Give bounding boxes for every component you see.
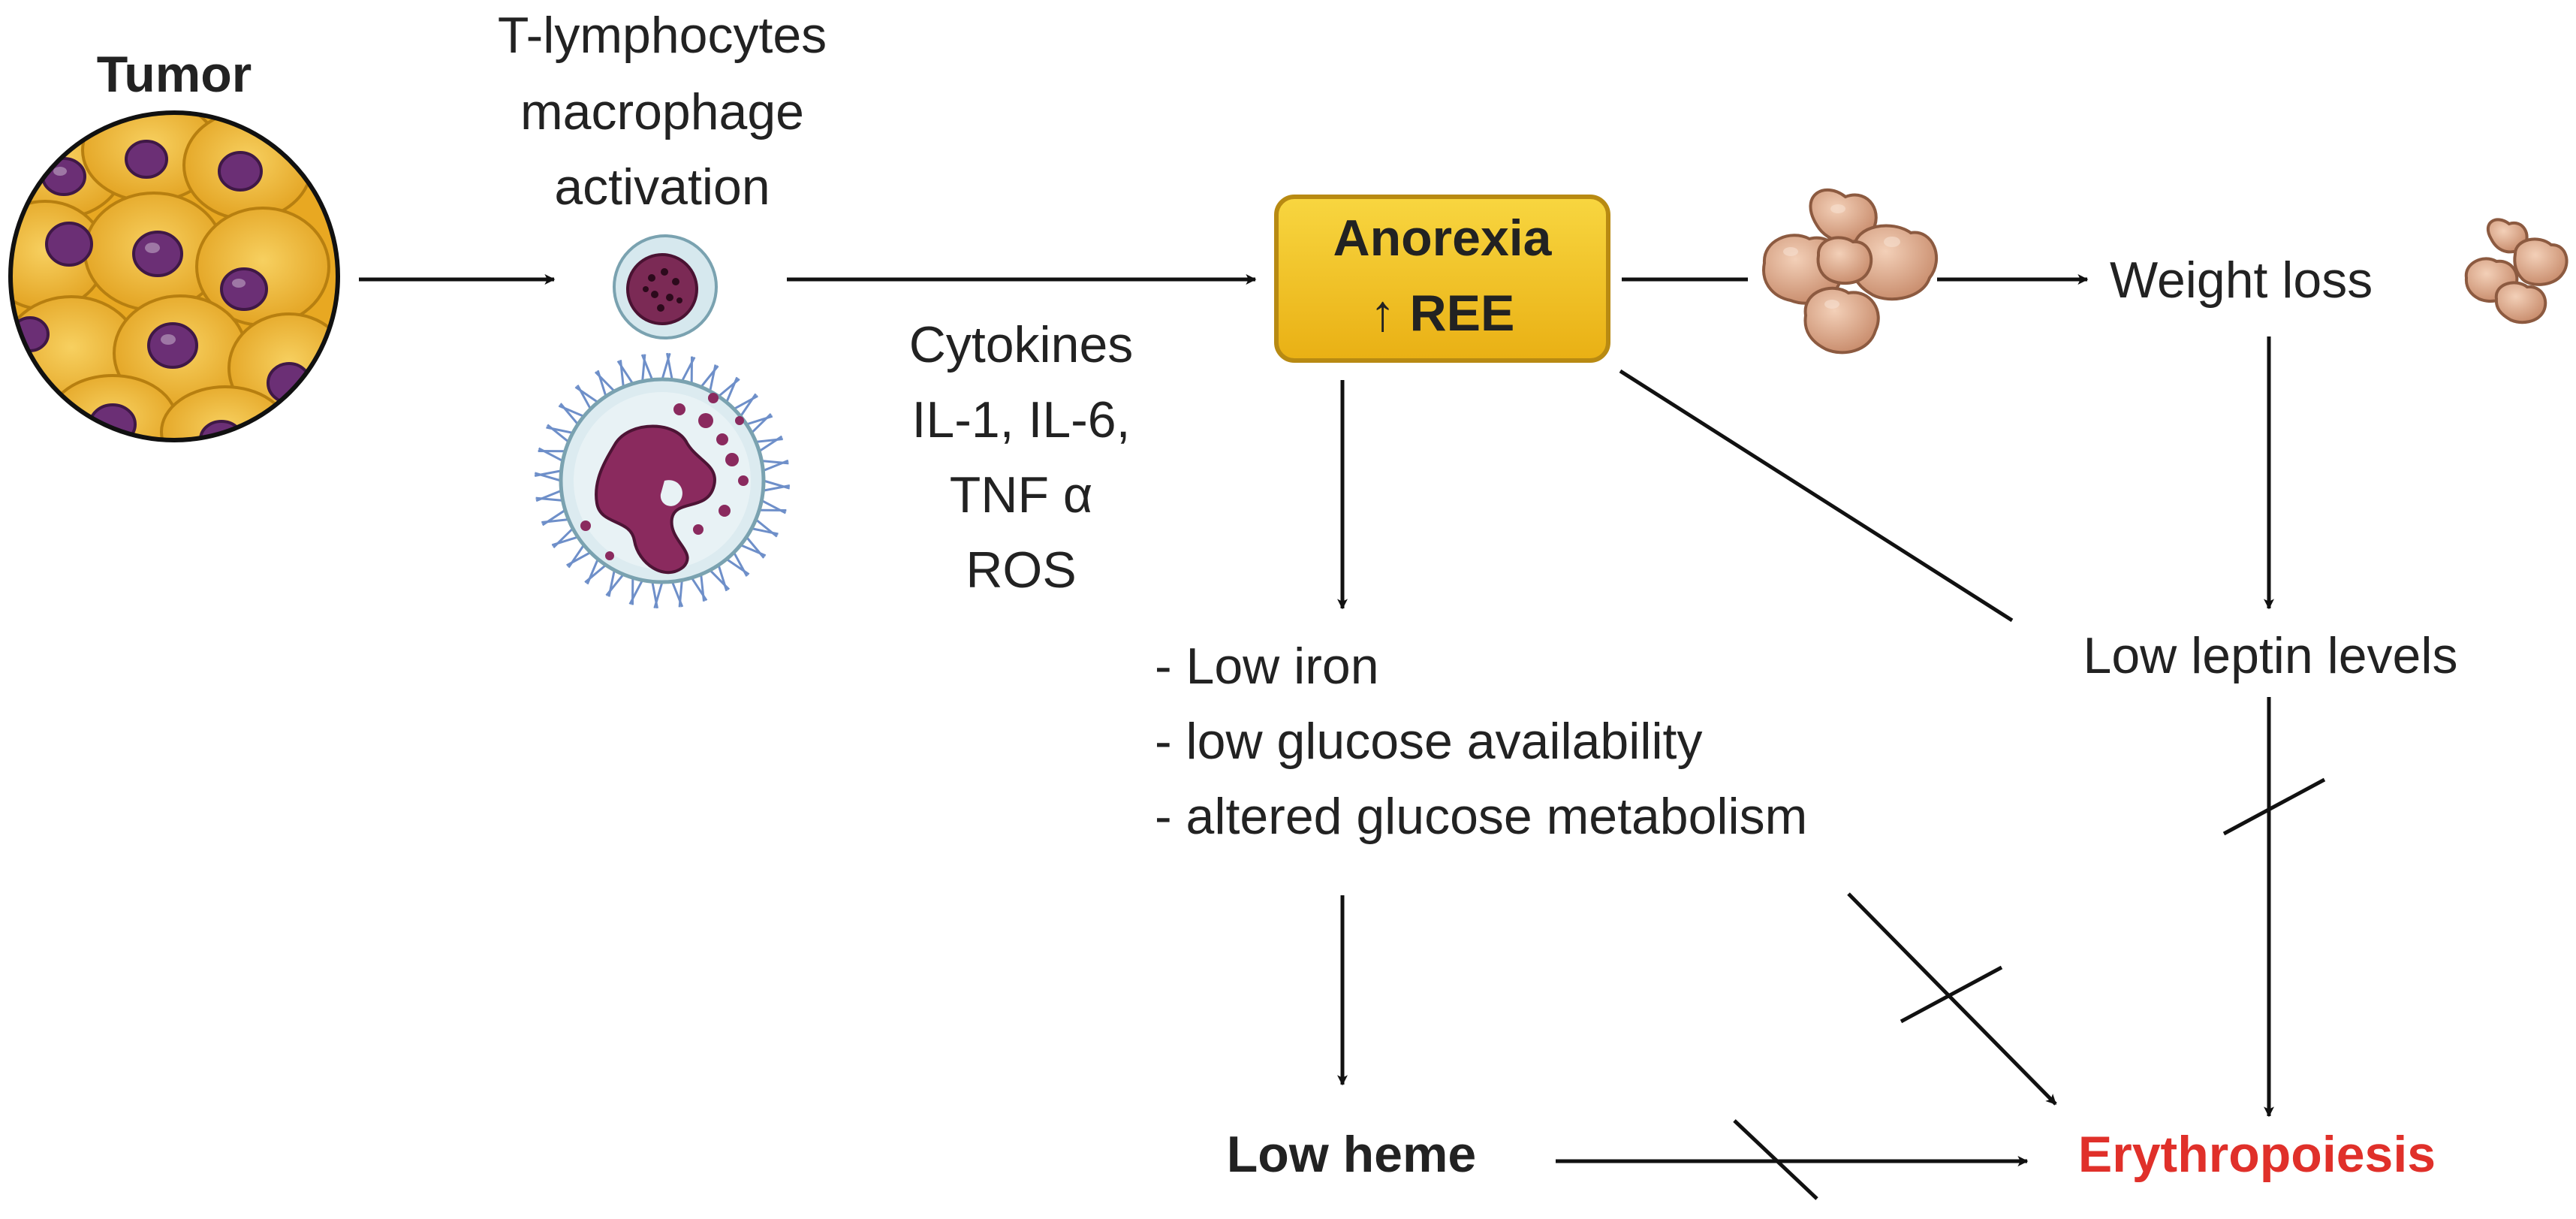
cilium xyxy=(609,570,614,596)
cytokines-label: Cytokines IL-1, IL-6, TNF α ROS xyxy=(909,316,1134,599)
svg-text:Cytokines: Cytokines xyxy=(909,316,1134,373)
anorexia-label: Anorexia xyxy=(1333,210,1553,267)
block-mark-deficits xyxy=(1901,967,2002,1021)
immune-label: T-lymphocytes macrophage activation xyxy=(498,7,827,216)
ree-label: ↑ REE xyxy=(1370,285,1515,342)
anorexia-box: Anorexia ↑ REE xyxy=(1276,197,1608,361)
arrow-deficits-to-erythropoiesis xyxy=(1848,894,2056,1104)
svg-text:macrophage: macrophage xyxy=(520,83,804,140)
svg-text:T-lymphocytes: T-lymphocytes xyxy=(498,7,827,64)
deficit-low-iron: - Low iron xyxy=(1155,638,1379,695)
tumor-illustration xyxy=(0,99,349,477)
cilium xyxy=(618,361,633,384)
cilium xyxy=(547,427,573,433)
deficit-low-glucose: - low glucose availability xyxy=(1155,713,1702,770)
cilium xyxy=(752,529,778,534)
macrophage-icon xyxy=(535,353,790,608)
cilium xyxy=(759,436,782,451)
cilium xyxy=(543,510,565,525)
cilium xyxy=(710,570,729,590)
tumor-label: Tumor xyxy=(97,46,252,103)
erythropoiesis-label: Erythropoiesis xyxy=(2078,1126,2436,1183)
svg-text:IL-1, IL-6,: IL-1, IL-6, xyxy=(911,391,1130,448)
svg-text:activation: activation xyxy=(554,158,770,216)
weight-loss-label: Weight loss xyxy=(2110,252,2373,309)
deficits-list: - Low iron - low glucose availability - … xyxy=(1155,638,1807,845)
cilium xyxy=(710,365,716,391)
adipose-tissue-small-icon xyxy=(2466,219,2567,322)
deficit-altered-metabolism: - altered glucose metabolism xyxy=(1155,788,1807,845)
block-mark-leptin xyxy=(2224,780,2324,834)
svg-text:TNF α: TNF α xyxy=(950,466,1092,524)
lymphocyte-icon xyxy=(614,236,716,338)
line-anorexia-to-leptin xyxy=(1620,371,2012,620)
cilium xyxy=(595,372,614,391)
leptin-label: Low leptin levels xyxy=(2083,627,2458,684)
cilium xyxy=(691,578,707,600)
adipose-tissue-icon xyxy=(1764,190,1936,352)
cilium xyxy=(553,529,573,548)
low-heme-label: Low heme xyxy=(1227,1126,1477,1183)
cilium xyxy=(752,414,771,433)
svg-text:ROS: ROS xyxy=(966,542,1076,599)
